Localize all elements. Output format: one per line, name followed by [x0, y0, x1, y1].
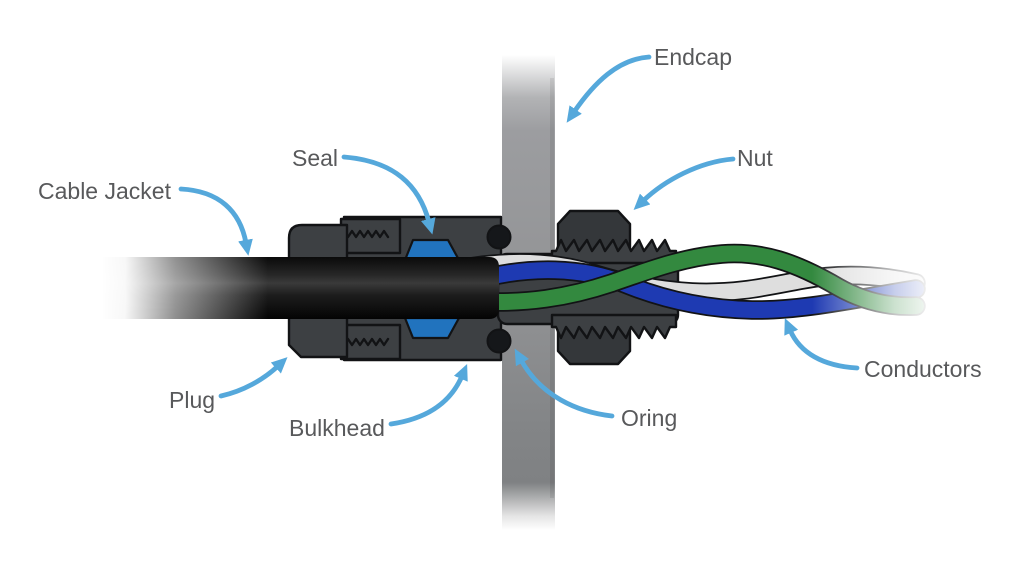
conductor-fade-right — [812, 225, 962, 350]
nut-arrow — [633, 156, 736, 210]
plug-arrow — [218, 357, 288, 399]
conductors-arrow — [784, 318, 860, 371]
male-threads-bottom — [550, 313, 678, 340]
label-conductors: Conductors — [864, 356, 982, 382]
plug-thread-bottom — [346, 337, 390, 347]
endcap-arrow — [566, 54, 652, 123]
cable-fade-left — [100, 248, 268, 326]
bulkhead-arrow — [388, 364, 468, 427]
label-endcap: Endcap — [654, 44, 732, 70]
label-oring: Oring — [621, 405, 677, 431]
label-bulkhead: Bulkhead — [289, 415, 385, 441]
label-plug: Plug — [169, 387, 215, 413]
oring-top — [486, 224, 512, 250]
label-nut: Nut — [737, 145, 773, 171]
cable-jacket-arrow — [178, 186, 253, 256]
oring-arrow — [514, 348, 615, 419]
seal-bottom — [403, 316, 461, 340]
seal-arrow — [341, 154, 436, 235]
label-seal: Seal — [292, 145, 338, 171]
oring-bottom — [486, 328, 512, 354]
male-threads-top — [550, 238, 678, 265]
plug-thread-top — [346, 229, 390, 239]
label-cable-jacket: Cable Jacket — [38, 178, 172, 204]
